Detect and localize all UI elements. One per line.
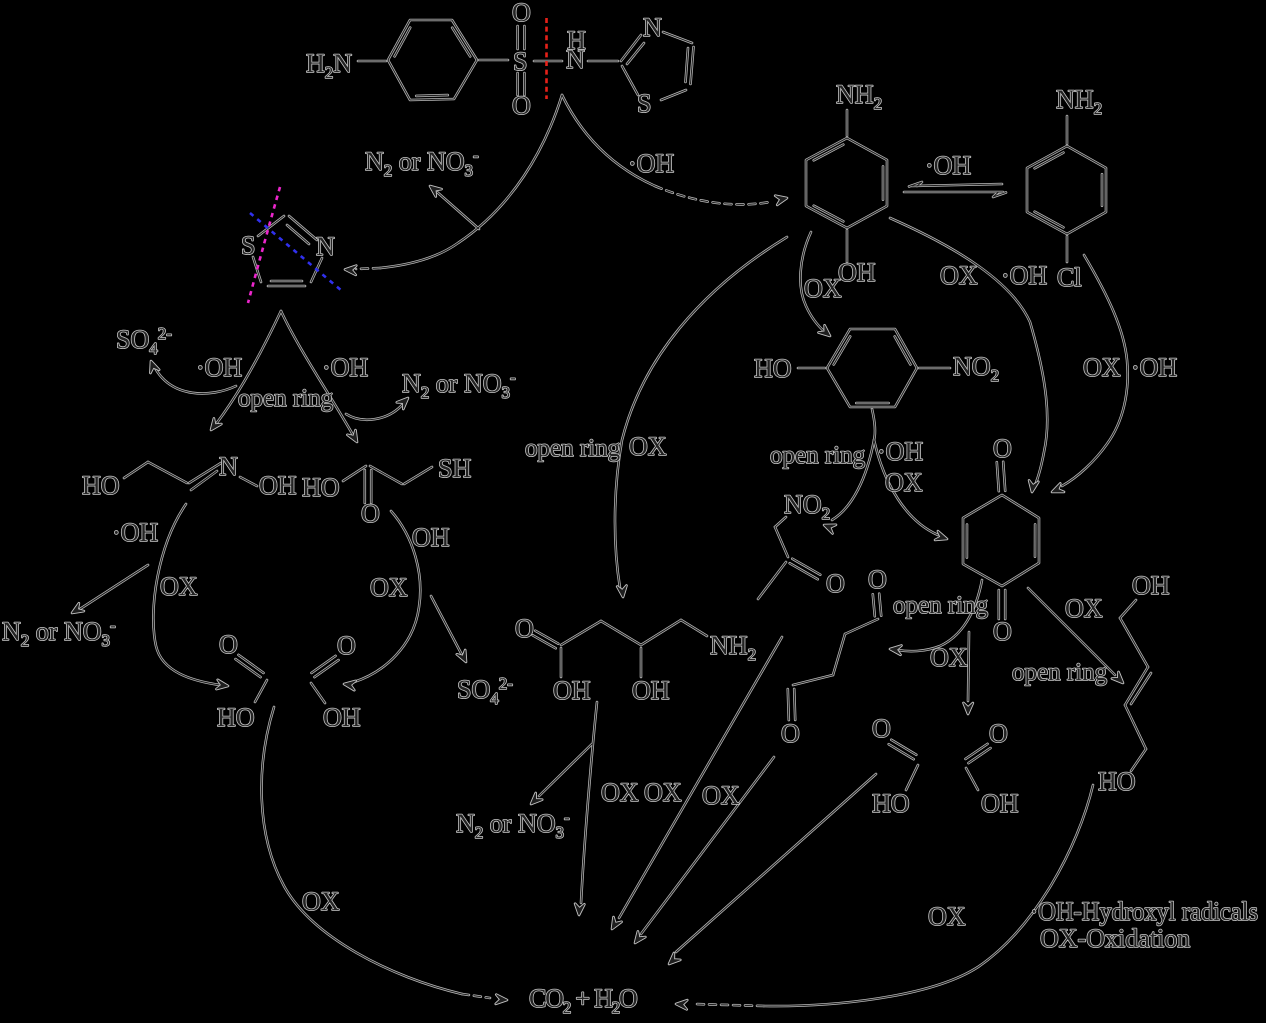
svg-text:HO: HO (82, 471, 120, 500)
svg-text:OX: OX (302, 887, 340, 916)
svg-text:N2 or NO3-: N2 or NO3- (402, 368, 516, 402)
svg-text:OH: OH (1132, 571, 1170, 600)
svg-text:N2 or NO3-: N2 or NO3- (456, 808, 570, 842)
svg-text:·OH: ·OH (112, 518, 158, 547)
svg-text:O: O (512, 0, 531, 27)
svg-text:O: O (219, 630, 238, 659)
svg-text:O: O (872, 714, 891, 743)
svg-text:N: N (219, 452, 238, 481)
svg-text:NH2: NH2 (836, 80, 882, 113)
svg-text:OH: OH (412, 523, 450, 552)
svg-text:open ring: open ring (893, 592, 989, 619)
svg-text:H2N: H2N (306, 49, 352, 82)
svg-text:H: H (567, 26, 586, 55)
svg-text:·OH: ·OH (322, 353, 368, 382)
svg-text:N: N (316, 232, 335, 261)
svg-text:open ring: open ring (770, 442, 866, 469)
svg-text:OX-Oxidation: OX-Oxidation (1040, 924, 1190, 953)
svg-text:SO42-: SO42- (457, 674, 513, 708)
svg-text:OX: OX (930, 643, 968, 672)
svg-text:SH: SH (438, 454, 471, 483)
svg-text:OX: OX (601, 778, 639, 807)
svg-text:O: O (989, 719, 1008, 748)
svg-text:N: N (566, 45, 585, 74)
svg-text:open ring: open ring (238, 385, 334, 412)
svg-text:S: S (637, 89, 651, 118)
svg-text:OH: OH (981, 789, 1019, 818)
svg-text:OX: OX (644, 778, 682, 807)
svg-text:OH: OH (838, 258, 876, 287)
svg-text:OX: OX (370, 573, 408, 602)
svg-text:·OH: ·OH (628, 149, 674, 178)
svg-text:·OH: ·OH (196, 353, 242, 382)
svg-text:O: O (868, 565, 887, 594)
svg-text:NO2: NO2 (953, 352, 999, 385)
svg-text:OX: OX (160, 572, 198, 601)
svg-text:O: O (993, 434, 1012, 463)
svg-text:S: S (241, 231, 255, 260)
svg-text:NH2: NH2 (1056, 85, 1102, 118)
svg-text:N2 or NO3-: N2 or NO3- (365, 146, 479, 180)
svg-text:·OH: ·OH (925, 151, 971, 180)
svg-text:·OH: ·OH (1001, 261, 1047, 290)
svg-text:SO42-: SO42- (116, 324, 172, 358)
svg-text:NH2: NH2 (710, 631, 756, 664)
svg-text:OH: OH (632, 676, 670, 705)
svg-text:HO: HO (217, 703, 255, 732)
svg-text:OH: OH (553, 676, 591, 705)
svg-text:O: O (515, 614, 534, 643)
svg-text:OH: OH (323, 703, 361, 732)
svg-text:open ring: open ring (1012, 659, 1108, 686)
svg-text:Cl: Cl (1057, 263, 1082, 292)
svg-text:O: O (826, 569, 845, 598)
svg-text:CO2 + H2O: CO2 + H2O (529, 984, 637, 1017)
svg-text:OX: OX (885, 468, 923, 497)
svg-text:·OH: ·OH (1131, 353, 1177, 382)
svg-text:O: O (337, 631, 356, 660)
svg-text:S: S (513, 47, 527, 76)
svg-text:OX: OX (804, 274, 842, 303)
svg-text:HO: HO (1098, 767, 1136, 796)
svg-text:OX: OX (1065, 594, 1103, 623)
svg-text:NO2: NO2 (784, 490, 830, 523)
svg-text:OX: OX (1083, 353, 1121, 382)
svg-text:·OH-Hydroxyl radicals: ·OH-Hydroxyl radicals (1030, 897, 1258, 926)
svg-text:O: O (361, 499, 380, 528)
svg-text:N: N (643, 13, 662, 42)
svg-text:open ring: open ring (525, 435, 621, 462)
svg-text:OX: OX (940, 261, 978, 290)
svg-text:N2 or NO3-: N2 or NO3- (2, 616, 116, 650)
svg-text:HO: HO (872, 789, 910, 818)
svg-text:OX: OX (629, 432, 667, 461)
svg-text:OX: OX (928, 902, 966, 931)
svg-text:HO: HO (754, 354, 792, 383)
svg-text:OX: OX (702, 781, 740, 810)
svg-text:·OH: ·OH (877, 437, 923, 466)
svg-text:O: O (512, 91, 531, 120)
svg-text:OH: OH (259, 471, 297, 500)
svg-text:O: O (993, 617, 1012, 646)
svg-text:HO: HO (302, 473, 340, 502)
svg-text:O: O (781, 719, 800, 748)
